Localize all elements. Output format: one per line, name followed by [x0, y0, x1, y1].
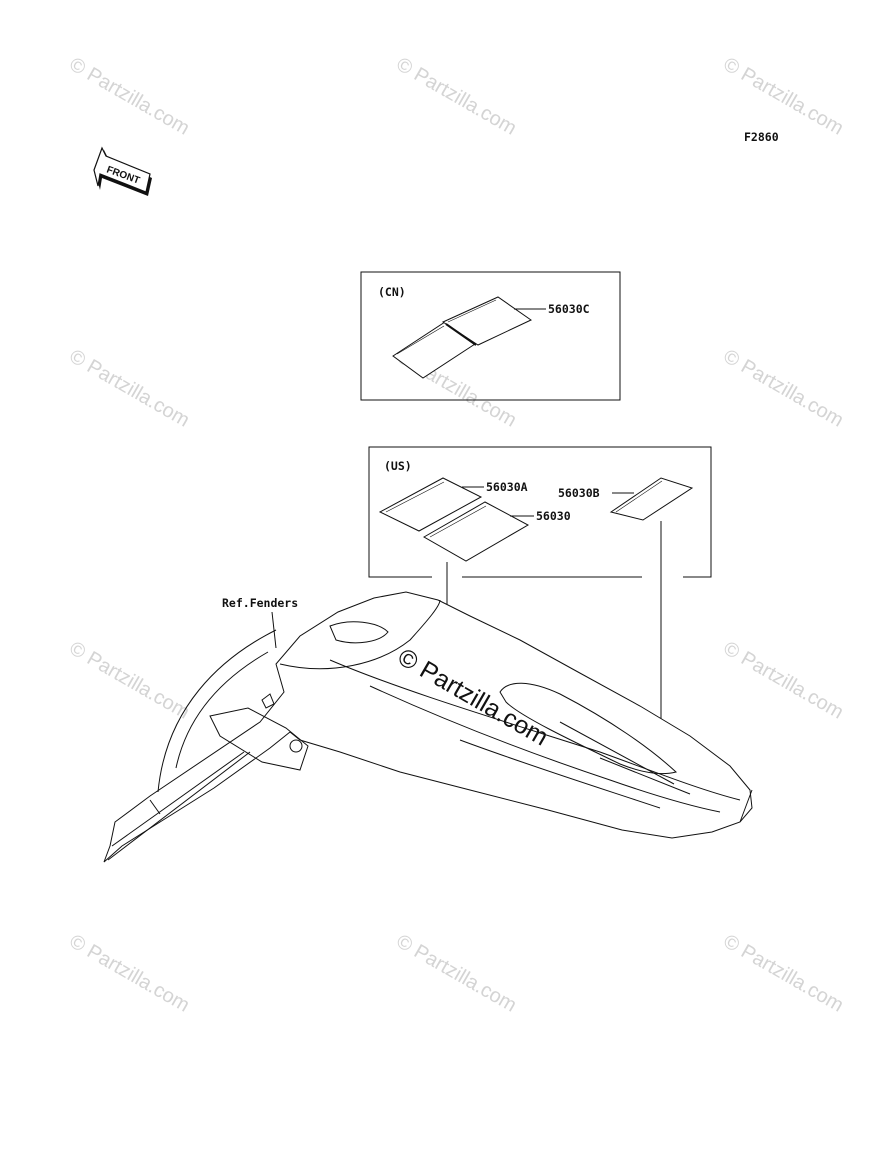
watermark: © Partzilla.com [720, 637, 848, 723]
cn-group: (CN) 56030C [360, 271, 621, 401]
decal-56030 [422, 501, 530, 562]
decal-56030c [392, 296, 532, 379]
reference-label-fenders: Ref.Fenders [222, 596, 298, 610]
watermark: © Partzilla.com [393, 53, 521, 139]
us-group-tag: (US) [384, 459, 412, 473]
us-group: (US) 56030A 56030 56030B [368, 446, 712, 578]
leader-line [271, 611, 277, 649]
front-fender [103, 591, 753, 863]
part-number-56030c: 56030C [548, 302, 590, 316]
watermark: © Partzilla.com [66, 53, 194, 139]
watermark: © Partzilla.com [66, 345, 194, 431]
part-number-56030b: 56030B [558, 486, 600, 500]
decal-56030a [378, 477, 483, 532]
watermark: © Partzilla.com [393, 930, 521, 1016]
watermark: © Partzilla.com [720, 345, 848, 431]
watermark: © Partzilla.com [720, 53, 848, 139]
watermark: © Partzilla.com [66, 930, 194, 1016]
part-number-56030: 56030 [536, 509, 571, 523]
front-arrow-icon: FRONT [93, 146, 152, 196]
watermark: © Partzilla.com [720, 930, 848, 1016]
cn-group-tag: (CN) [378, 285, 406, 299]
watermark: © Partzilla.com [66, 637, 194, 723]
part-number-56030a: 56030A [486, 480, 528, 494]
figure-code: F2860 [744, 130, 779, 144]
decal-56030b [609, 477, 694, 521]
